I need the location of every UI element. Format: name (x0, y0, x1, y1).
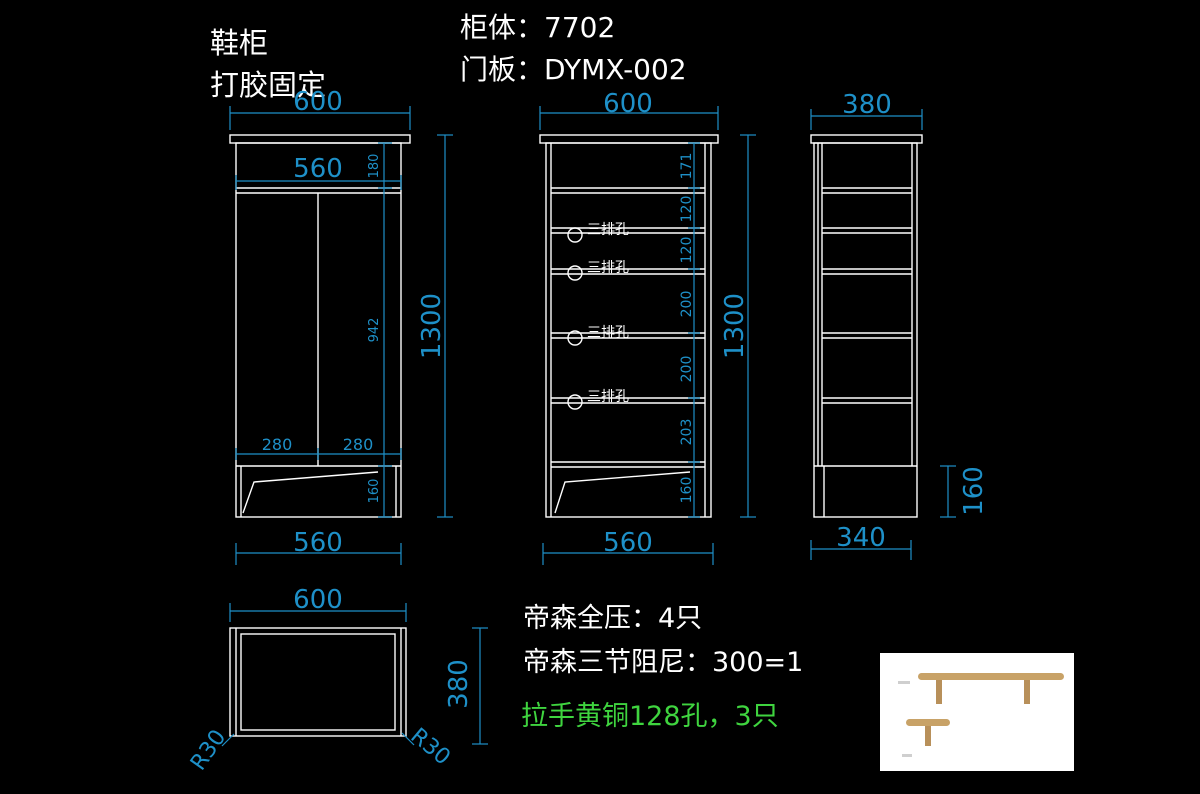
side-plinth: 160 (959, 466, 989, 516)
title-line1: 鞋柜 (210, 26, 269, 60)
interior-spacing-2: 120 (679, 196, 695, 223)
side-top-width: 380 (842, 90, 892, 120)
interior-bottom-width: 560 (603, 528, 653, 558)
plan-dimensions: 600 380 R30 R30 (186, 585, 488, 775)
front-door-height: 942 (367, 318, 382, 343)
side-bottom-width: 340 (836, 523, 886, 553)
hole-marker-2 (567, 265, 583, 281)
side-view (810, 134, 923, 518)
hole-label-3: 三排孔 (587, 325, 629, 341)
front-bottom-width: 560 (293, 528, 343, 558)
hole-label-4: 三排孔 (587, 389, 629, 405)
handle-reference-image (880, 653, 1074, 771)
plan-width: 600 (293, 585, 343, 615)
interior-spacing-4: 200 (679, 291, 695, 318)
brass-handle-illustration (898, 673, 1064, 757)
front-door-right: 280 (343, 435, 374, 454)
cabinet-body-label: 柜体：7702 (460, 11, 616, 44)
hole-label-1: 三排孔 (587, 222, 629, 238)
interior-view: 三排孔 三排孔 三排孔 三排孔 (539, 134, 719, 518)
plan-view (229, 627, 407, 737)
interior-dimensions: 600 171 120 120 200 200 203 160 1300 560 (539, 89, 756, 565)
front-view (229, 134, 411, 518)
interior-spacing-7: 160 (679, 477, 695, 504)
front-door-left: 280 (262, 435, 293, 454)
front-plinth: 160 (367, 479, 382, 504)
title-line2: 打胶固定 (210, 68, 327, 102)
front-dimensions: 600 560 180 942 160 280 280 1300 560 (229, 87, 453, 565)
plan-depth: 380 (444, 659, 474, 709)
note-hinges: 帝森全压：4只 (523, 603, 703, 634)
interior-spacing-3: 120 (679, 237, 695, 264)
hole-marker-4 (567, 394, 583, 410)
interior-height: 1300 (720, 293, 750, 359)
note-handle: 拉手黄铜128孔，3只 (521, 701, 779, 732)
front-top-section: 180 (367, 154, 382, 179)
front-top-width: 600 (293, 87, 343, 117)
interior-top-width: 600 (603, 89, 653, 119)
plan-radius-right: R30 (406, 724, 455, 771)
note-slides: 帝森三节阻尼：300=1 (523, 647, 804, 678)
hole-label-2: 三排孔 (587, 260, 629, 276)
hole-marker-1 (567, 227, 583, 243)
hole-marker-3 (567, 330, 583, 346)
side-dimensions: 380 160 340 (810, 90, 989, 560)
interior-spacing-6: 203 (679, 419, 695, 446)
interior-spacing-5: 200 (679, 356, 695, 383)
front-inner-width: 560 (293, 154, 343, 184)
interior-spacing-1: 171 (679, 153, 695, 180)
front-height: 1300 (417, 293, 447, 359)
door-panel-label: 门板：DYMX-002 (460, 53, 687, 86)
plan-radius-left: R30 (186, 725, 231, 775)
